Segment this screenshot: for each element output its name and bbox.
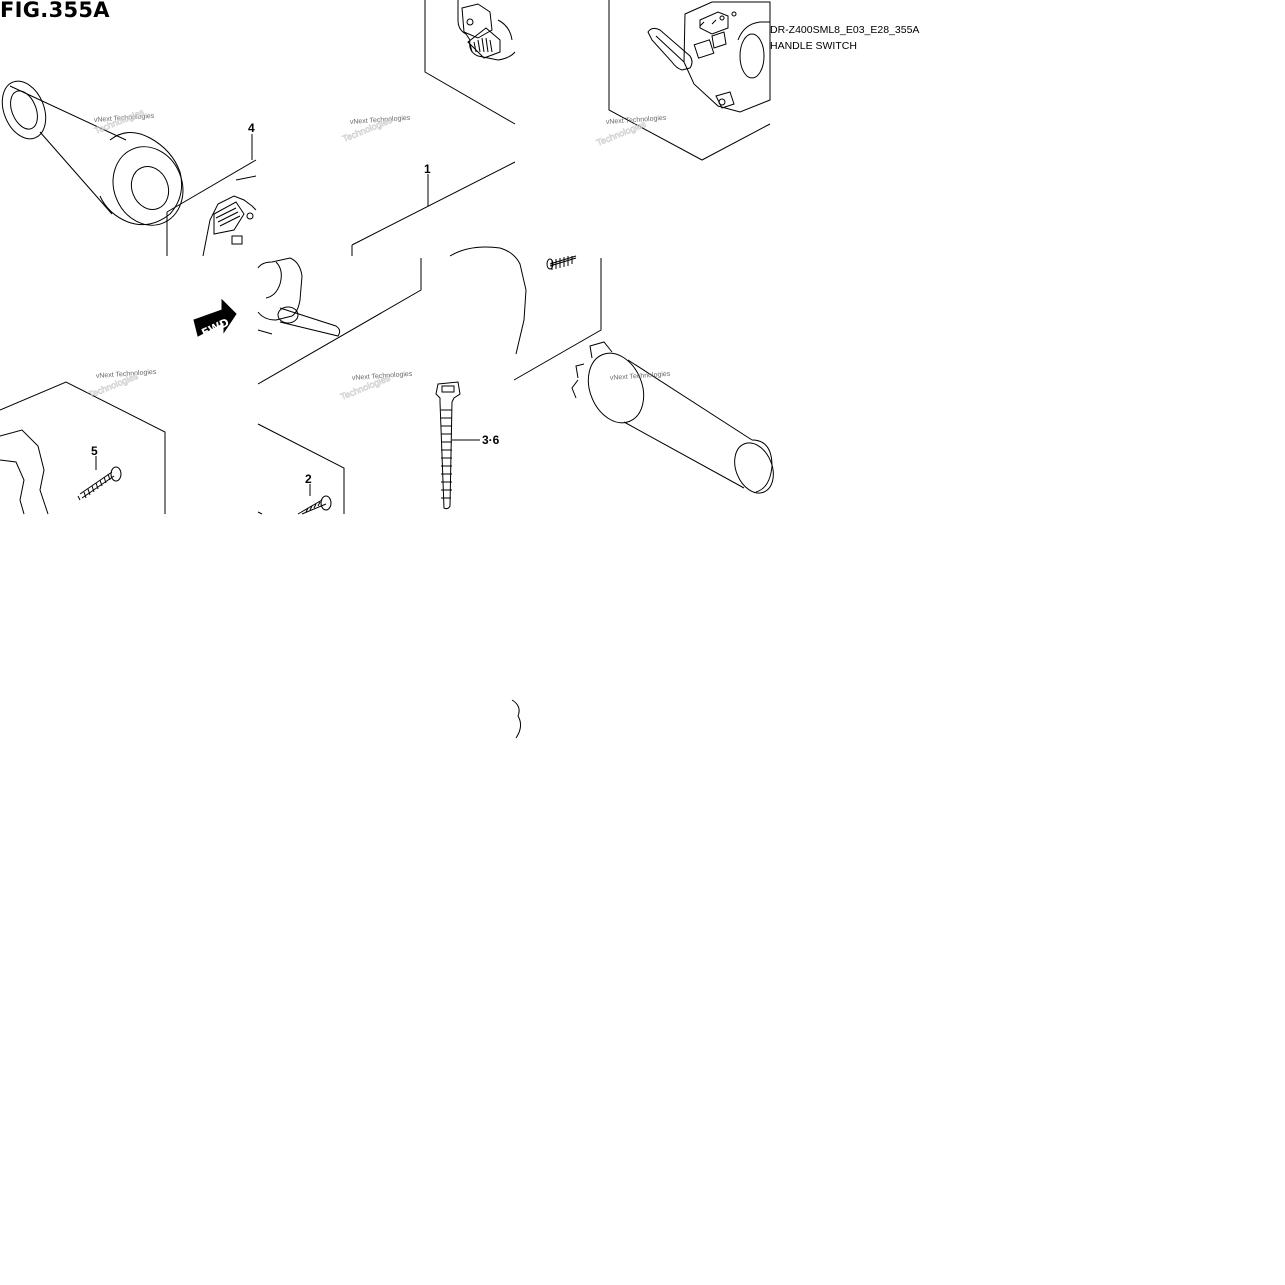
figure-name: HANDLE SWITCH — [770, 40, 857, 52]
callout-1: 1 — [424, 162, 431, 176]
right-switch-panel — [166, 134, 257, 257]
watermark-6: vNext Technologies — [610, 371, 671, 382]
callout-2: 2 — [305, 472, 312, 486]
lower-left-screw-panel — [0, 381, 166, 515]
watermark-4: vNext Technologies — [96, 369, 157, 380]
fwd-arrow: FWD — [193, 298, 237, 340]
watermark-3: vNext Technologies — [606, 115, 667, 126]
callout-4: 4 — [248, 121, 255, 135]
throttle-grip-panel — [449, 246, 602, 381]
throttle-housing-panel — [257, 161, 516, 385]
figure-code: DR-Z400SML8_E03_E28_355A — [770, 24, 920, 36]
callout-3-6: 3·6 — [482, 433, 500, 447]
left-grip — [1, 80, 184, 226]
cable-tie — [435, 381, 480, 510]
figure-title: FIG.355A — [0, 0, 110, 22]
lower-center-screw-panel — [257, 423, 345, 515]
callout-5: 5 — [91, 444, 98, 458]
upper-center-housing-panel — [424, 0, 516, 125]
watermarks: vNext Technologies vNext Technologies vN… — [87, 106, 671, 402]
stray-arc — [511, 699, 522, 739]
watermark-5: vNext Technologies — [352, 371, 413, 382]
watermark-1: vNext Technologies — [94, 113, 155, 124]
right-grip — [571, 341, 774, 494]
watermark-2: vNext Technologies — [350, 115, 411, 126]
upper-right-switch-panel — [608, 0, 771, 161]
